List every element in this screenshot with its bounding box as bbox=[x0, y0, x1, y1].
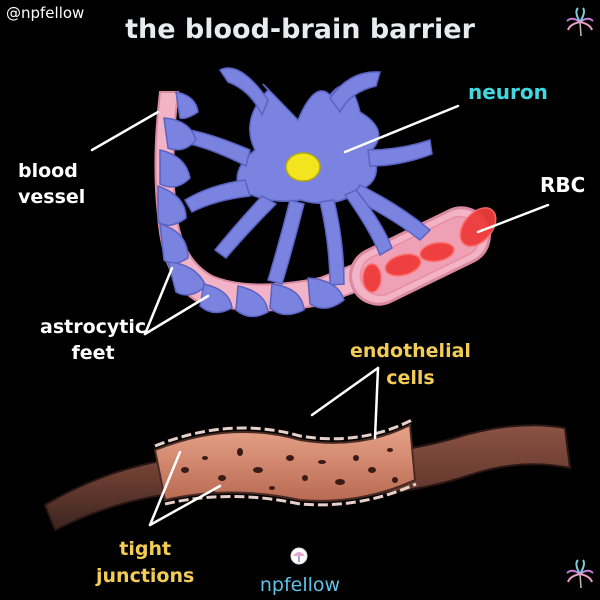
brand-name: npfellow bbox=[259, 574, 341, 596]
palm-tree-icon bbox=[566, 559, 594, 589]
capillary-lumen-cutaway bbox=[153, 423, 417, 502]
label-endothelial-cells: endothelial cells bbox=[350, 338, 471, 392]
label-astrocytic-feet-line-2: feet bbox=[71, 342, 115, 364]
label-tight-junctions: tight junctions bbox=[96, 536, 194, 590]
umbrella-logo-icon bbox=[290, 547, 308, 565]
pointer-astrocytic-feet-2 bbox=[143, 294, 210, 336]
label-tight-junctions-line-1: tight bbox=[119, 538, 172, 560]
pointer-rbc bbox=[476, 203, 550, 234]
pointer-neuron bbox=[343, 104, 460, 154]
neuron-nucleus bbox=[285, 152, 321, 182]
pointer-astrocytic-feet-1 bbox=[143, 266, 174, 336]
red-blood-cells bbox=[362, 207, 497, 293]
pointer-endothelial-cells-2 bbox=[373, 366, 380, 440]
pointer-tight-junctions-1 bbox=[148, 450, 182, 527]
palm-tree-icon bbox=[566, 7, 594, 37]
label-neuron: neuron bbox=[468, 80, 548, 104]
pointer-tight-junctions-2 bbox=[148, 484, 222, 527]
label-endothelial-cells-line-2: cells bbox=[386, 367, 435, 389]
label-blood-vessel-line-1: blood bbox=[18, 160, 78, 182]
astrocytic-end-feet bbox=[157, 91, 345, 318]
label-blood-vessel: blood vessel bbox=[18, 158, 85, 210]
diagram-title: the blood-brain barrier bbox=[125, 14, 475, 45]
label-astrocytic-feet: astrocytic feet bbox=[40, 314, 146, 366]
account-handle: @npfellow bbox=[6, 4, 85, 22]
pointer-blood-vessel bbox=[90, 110, 160, 152]
label-astrocytic-feet-line-1: astrocytic bbox=[40, 316, 147, 338]
label-endothelial-cells-line-1: endothelial bbox=[350, 340, 471, 362]
pointer-lines bbox=[90, 104, 550, 527]
label-blood-vessel-line-2: vessel bbox=[18, 186, 86, 208]
neuron-astrocyte-body bbox=[183, 67, 433, 286]
label-tight-junctions-line-2: junctions bbox=[96, 565, 195, 587]
label-rbc: RBC bbox=[540, 173, 586, 197]
pointer-endothelial-cells-1 bbox=[310, 366, 380, 417]
